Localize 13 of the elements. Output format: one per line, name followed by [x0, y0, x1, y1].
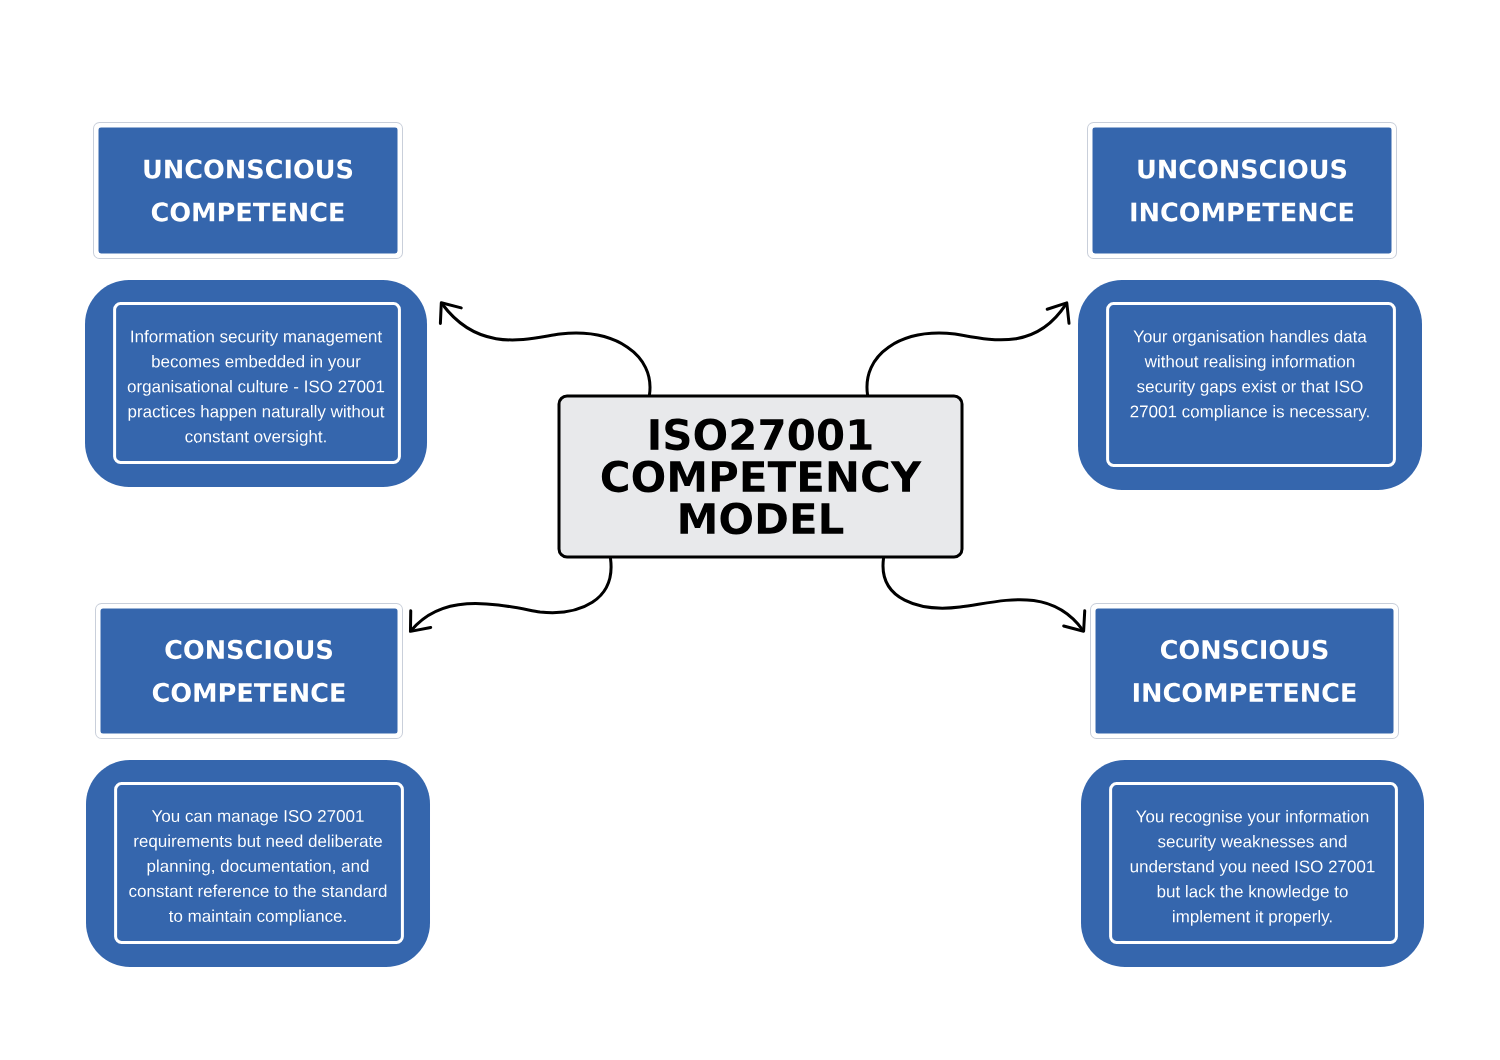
description-box: Your organisation handles data without realising information security gaps exist or that ISO 27001 compliance is necessary. [1078, 280, 1422, 490]
heading-box: CONSCIOUS INCOMPETENCE [1090, 603, 1399, 739]
heading-box: UNCONSCIOUS INCOMPETENCE [1087, 122, 1397, 259]
curved-arrow [408, 557, 613, 633]
curved-arrow [865, 301, 1071, 396]
heading-box: CONSCIOUS COMPETENCE [95, 603, 403, 739]
heading-box: UNCONSCIOUS COMPETENCE [93, 122, 403, 259]
description-box: You recognise your information security weaknesses and understand you need ISO 27001 but lack the knowledge to implement it properly. [1081, 760, 1424, 967]
curved-arrow [438, 301, 652, 396]
description-box: You can manage ISO 27001 requirements but need deliberate planning, documentation, and constant reference to the standard to maintain compliance. [86, 760, 430, 967]
description-box: Information security management becomes embedded in your organisational culture - ISO 27001 practices happen naturally without constant oversight. [85, 280, 427, 487]
title-box: ISO27001 COMPETENCY MODEL [557, 394, 964, 559]
curved-arrow [881, 557, 1087, 633]
